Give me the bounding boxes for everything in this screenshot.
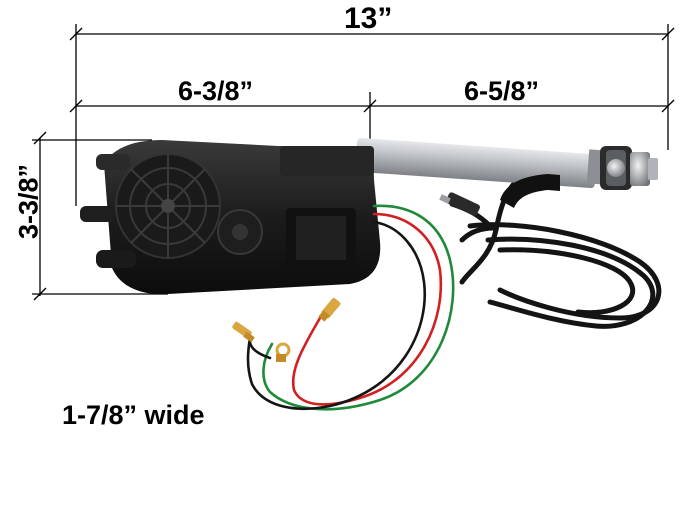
height-label: 3-3/8” [13, 163, 44, 240]
wire-terminals [232, 297, 341, 362]
antenna-mast [355, 137, 658, 190]
motor-section-length-label: 6-3/8” [178, 76, 254, 106]
motor-housing [80, 140, 381, 295]
width-note-label: 1-7/8” wide [62, 400, 205, 430]
dimension-lines [32, 24, 675, 301]
coiled-cable [449, 175, 662, 329]
cable-sleeve [500, 174, 560, 208]
cable-plug [439, 192, 480, 216]
mast-section-length-label: 6-5/8” [464, 76, 540, 106]
overall-length-label: 13” [344, 2, 393, 35]
